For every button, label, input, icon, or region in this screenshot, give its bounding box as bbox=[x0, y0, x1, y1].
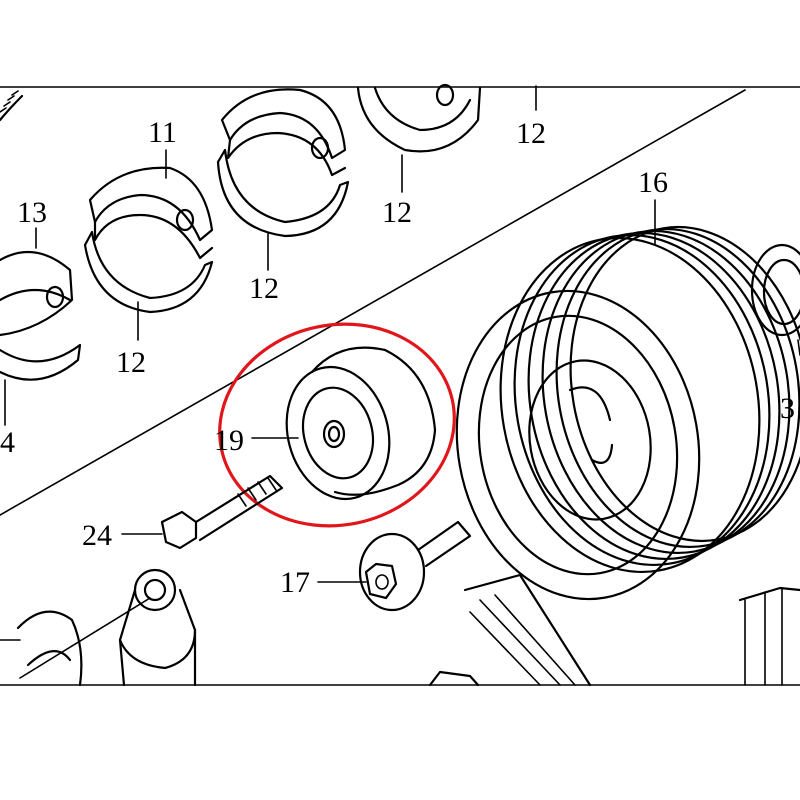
callout-12-d: 12 bbox=[516, 117, 546, 150]
ring-gear-fragment bbox=[0, 90, 24, 122]
callout-12-c: 12 bbox=[382, 196, 412, 229]
callout-24: 24 bbox=[82, 519, 112, 552]
bearing-shell-11 bbox=[83, 166, 214, 314]
tensioner-assembly bbox=[0, 568, 197, 687]
bolt-17 bbox=[358, 520, 472, 612]
callout-14: 4 bbox=[0, 426, 15, 459]
drive-belt bbox=[428, 573, 800, 687]
bolt-24 bbox=[160, 474, 284, 550]
callout-16: 16 bbox=[638, 166, 668, 199]
idler-pulley-19 bbox=[285, 346, 437, 501]
callout-11: 11 bbox=[148, 116, 177, 149]
leader-lines bbox=[4, 85, 656, 583]
bearing-shell-12-top bbox=[356, 83, 482, 153]
frame-lines bbox=[0, 86, 800, 686]
callout-19: 19 bbox=[214, 424, 244, 457]
callout-12-a: 12 bbox=[116, 346, 146, 379]
crankshaft-pulley-16 bbox=[455, 225, 800, 601]
bearing-shell-12-middle bbox=[216, 88, 350, 238]
callout-12-b: 12 bbox=[249, 272, 279, 305]
highlight-circle bbox=[218, 322, 456, 528]
callout-17: 17 bbox=[280, 566, 310, 599]
callout-3: 3 bbox=[780, 392, 795, 425]
bearing-shell-13 bbox=[0, 250, 82, 381]
callout-13: 13 bbox=[17, 196, 47, 229]
